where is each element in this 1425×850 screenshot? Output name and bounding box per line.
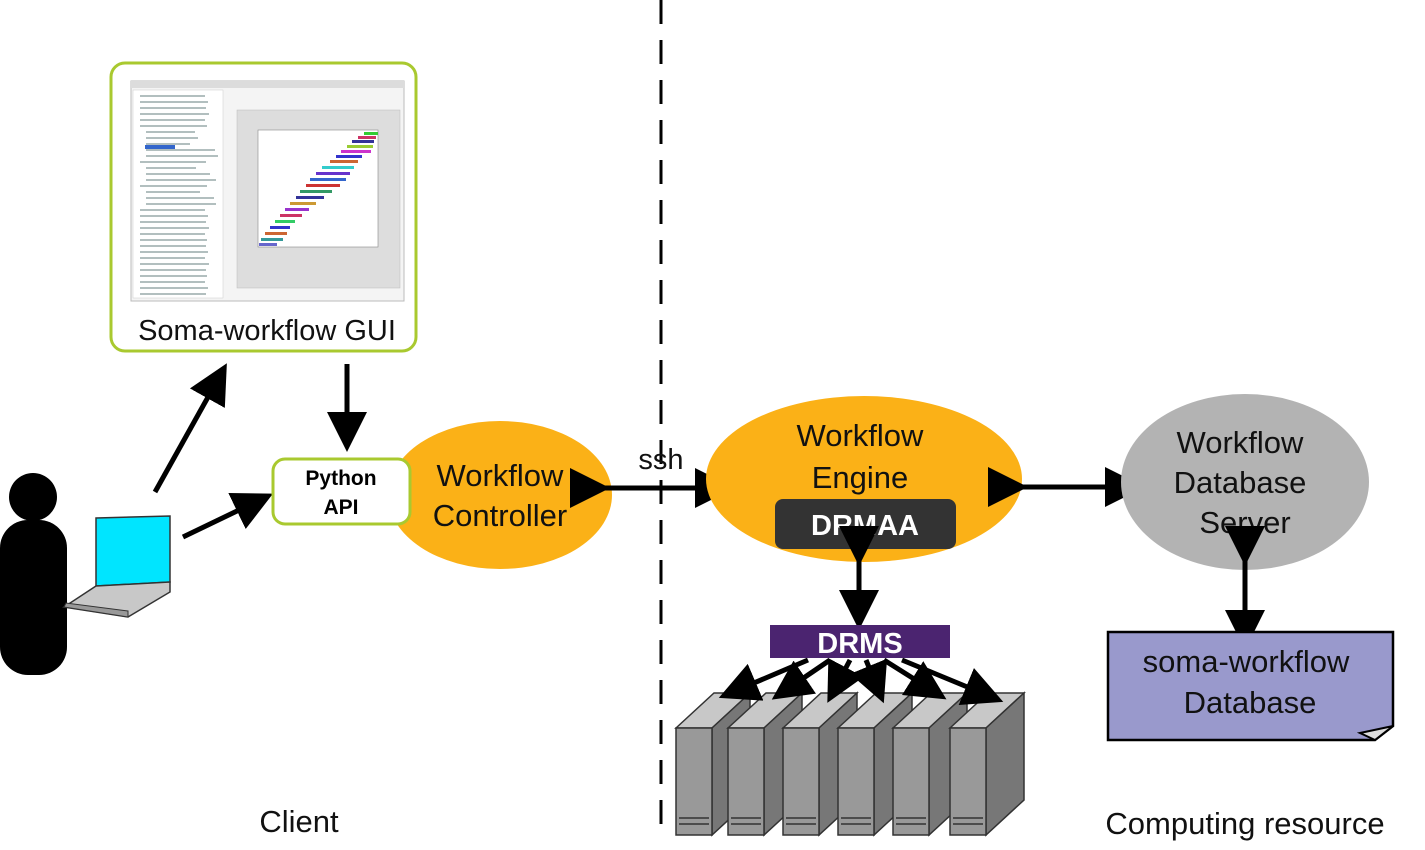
- laptop-icon: [61, 515, 171, 618]
- gui-screenshot-thumbnail: [130, 80, 405, 302]
- drmaa-node: DRMAA: [775, 499, 956, 549]
- drms-node: DRMS: [770, 625, 950, 660]
- workflow-controller-label-line1: Workflow: [437, 458, 565, 493]
- workflow-controller-label-line2: Controller: [433, 498, 567, 533]
- db-server-node: Workflow Database Server: [1121, 394, 1369, 570]
- db-server-label-line3: Server: [1199, 505, 1290, 540]
- ssh-label: ssh: [638, 444, 683, 476]
- workflow-engine-label-line2: Engine: [812, 460, 909, 495]
- database-label-line1: soma-workflow: [1143, 644, 1350, 679]
- arrow-laptop-to-python-api: [181, 492, 274, 540]
- document-icon: [1106, 630, 1395, 742]
- gui-box: Soma-workflow GUI: [109, 61, 418, 353]
- db-server-label-line1: Workflow: [1177, 425, 1305, 460]
- drmaa-label: DRMAA: [811, 510, 919, 542]
- python-api-node: Python API: [271, 457, 412, 526]
- python-api-label-line2: API: [323, 496, 358, 519]
- client-region-label: Client: [259, 804, 339, 839]
- drms-dispatch-arrows: [718, 657, 1004, 706]
- user-icon: [0, 473, 67, 675]
- database-label-line2: Database: [1184, 685, 1317, 720]
- gui-label: Soma-workflow GUI: [138, 315, 396, 347]
- workflow-controller-node: Workflow Controller: [388, 421, 612, 569]
- drms-label: DRMS: [817, 628, 902, 660]
- server-rack-icon: [674, 691, 1026, 837]
- workflow-engine-label-line1: Workflow: [797, 418, 925, 453]
- arrow-laptop-to-gui: [152, 363, 227, 494]
- computing-region-label: Computing resource: [1105, 806, 1384, 841]
- gui-thumbnail-gantt-bars: [259, 132, 378, 246]
- python-api-label-line1: Python: [305, 467, 376, 490]
- db-server-label-line2: Database: [1174, 465, 1307, 500]
